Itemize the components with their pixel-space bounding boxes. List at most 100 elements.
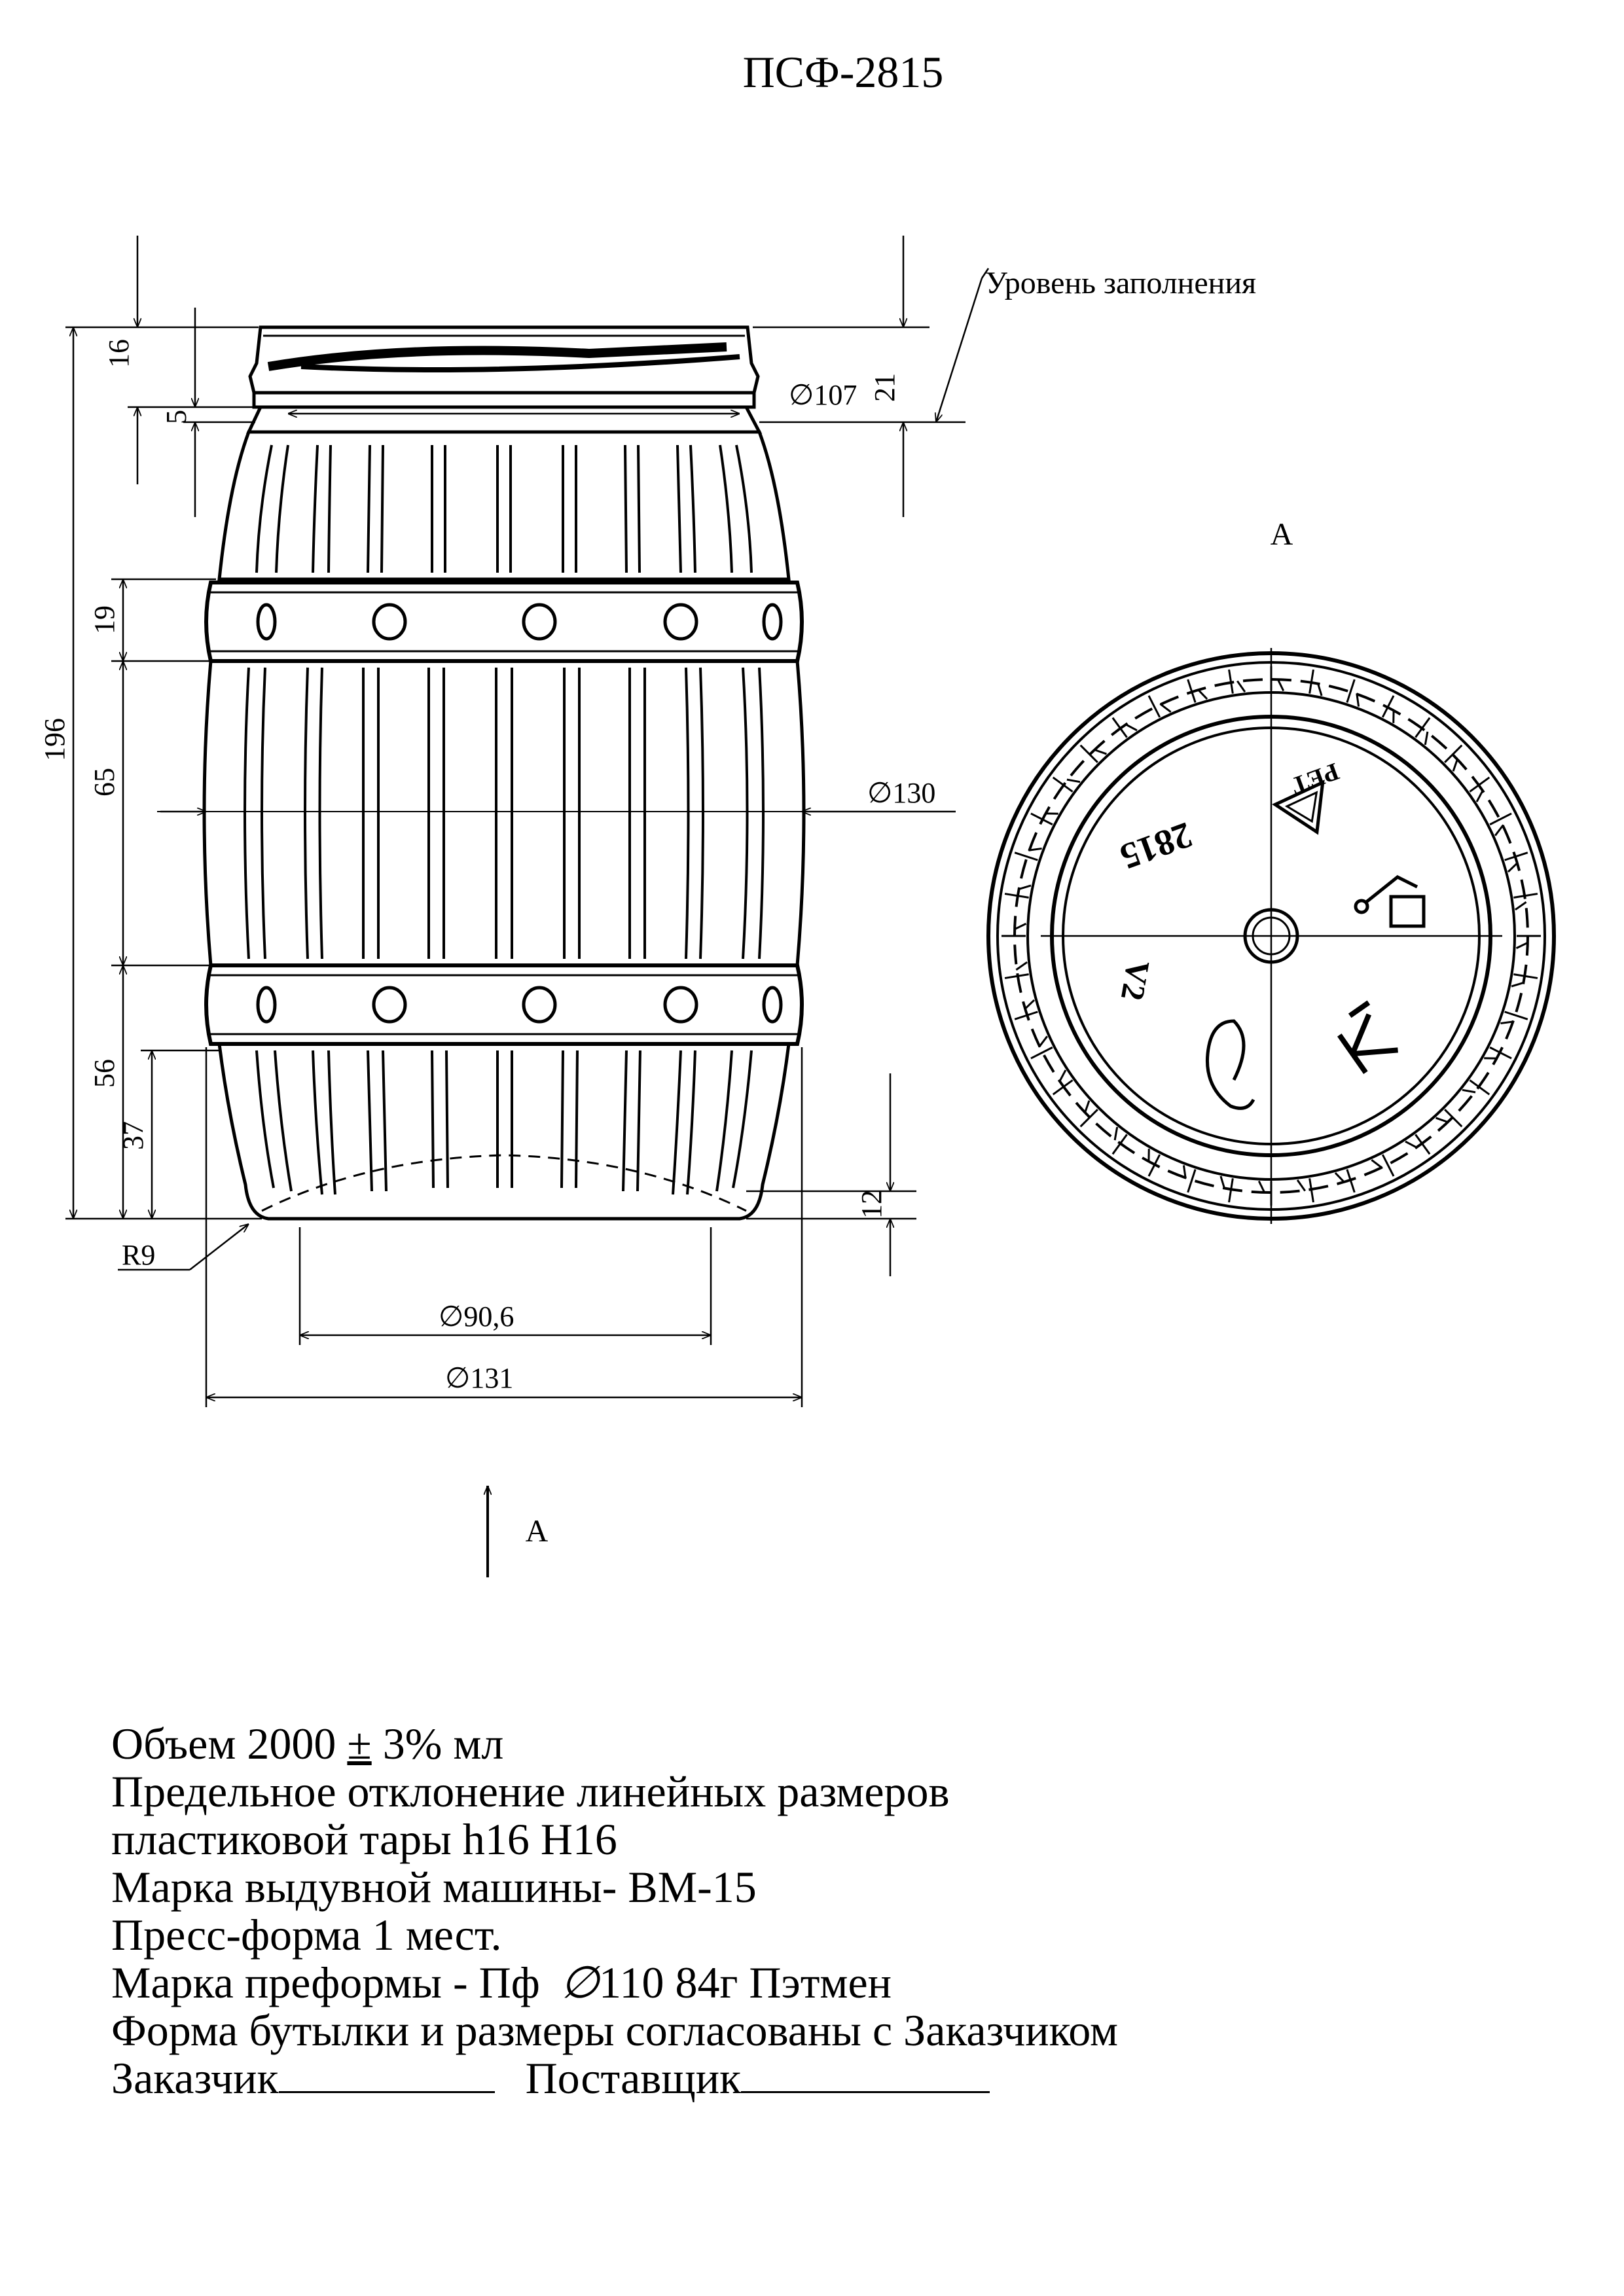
- rim-tick: [1381, 1154, 1395, 1177]
- food-safe-icon: [1354, 875, 1426, 928]
- note-volume: Объем 2000 ± 3% мл: [111, 1719, 504, 1768]
- dim-neck-ring: 5: [160, 410, 192, 424]
- lower-hoop: [204, 963, 804, 1046]
- rim-tick: [1469, 1079, 1490, 1096]
- rim-tick: [1079, 1109, 1098, 1128]
- note-line-4: Марка выдувной машины- ВМ-15: [111, 1862, 757, 1912]
- rim-tick: [1489, 812, 1512, 826]
- rim-tick: [1507, 861, 1519, 873]
- rim-tick: [1147, 695, 1161, 718]
- dim-mid-section: 65: [88, 768, 120, 797]
- neck-ring: [252, 391, 756, 409]
- rim-tick: [1004, 973, 1029, 979]
- fill-level-label: Уровень заполнения: [985, 266, 1256, 300]
- rim-tick: [1014, 1011, 1038, 1020]
- lower-body: [217, 1042, 791, 1221]
- bottom-view: [986, 648, 1556, 1224]
- rim-tick: [1030, 1046, 1053, 1060]
- dim-lower-section: 56: [88, 1059, 120, 1088]
- dim-finish-height: 21: [869, 373, 901, 402]
- thread-lower: [300, 354, 740, 372]
- recycle-icon: [1272, 780, 1325, 835]
- rim-tick: [1513, 973, 1538, 979]
- rim-tick: [1013, 922, 1027, 931]
- rim-tick: [1405, 1140, 1418, 1149]
- dimension-lines: [65, 236, 990, 1577]
- rim-tick: [1435, 1117, 1449, 1124]
- barrel-side-view: [202, 325, 806, 1221]
- bottom-recycle-code: PET: [1288, 757, 1343, 800]
- rim-tick: [1308, 669, 1314, 694]
- note-line-7: Форма бутылки и размеры согласованы с За…: [111, 2005, 1119, 2055]
- dim-body-diameter: ∅130: [867, 777, 935, 809]
- tolerance-sign: ±: [347, 1719, 372, 1768]
- bottom-number: 2815: [1115, 814, 1197, 878]
- rim-tick: [1125, 723, 1138, 732]
- rim-tick: [1296, 1179, 1306, 1192]
- rim-tick: [1052, 1079, 1074, 1096]
- rim-tick: [1187, 1169, 1197, 1193]
- rim-tick: [1219, 1175, 1226, 1189]
- rim-tick: [1113, 1126, 1119, 1141]
- rim-tick: [1038, 1035, 1048, 1048]
- rim-tick: [1371, 1159, 1383, 1169]
- rim-tick: [1257, 1180, 1266, 1194]
- rim-tick: [1511, 981, 1525, 988]
- rim-tick: [1083, 1100, 1091, 1114]
- rim-tick: [1316, 683, 1323, 696]
- rim-tick: [1444, 744, 1463, 763]
- upper-body: [217, 430, 791, 581]
- rim-tick: [1346, 1169, 1356, 1193]
- rim-tick: [1452, 758, 1459, 772]
- note-line-5: Пресс-форма 1 мест.: [111, 1910, 502, 1960]
- rim-tick: [1356, 693, 1360, 707]
- rim-tick: [1514, 901, 1527, 911]
- rim-tick: [1066, 778, 1081, 783]
- rim-tick: [1052, 776, 1074, 793]
- hoop-rivets-upper: [256, 603, 783, 641]
- rim-tick: [1228, 1178, 1234, 1203]
- thread-upper: [267, 342, 727, 371]
- upper-hoop: [204, 581, 804, 663]
- rim-tick: [1111, 717, 1128, 738]
- rim-tick: [1030, 812, 1053, 826]
- signature-line: Заказчик Поставщик: [111, 2054, 1584, 2102]
- rim-tick: [1004, 893, 1029, 899]
- rim-tick: [1058, 1069, 1067, 1083]
- view-label-arrow: А: [526, 1514, 549, 1549]
- rim-tick: [1334, 1172, 1346, 1183]
- dim-base-radius: R9: [122, 1239, 155, 1271]
- note-line-6: Марка преформы - Пф ∅110 84г Пэтмен: [111, 1958, 892, 2007]
- dim-hoop-height: 19: [88, 605, 120, 634]
- drawing-title: ПСФ-2815: [743, 47, 944, 97]
- maker-logo: [1337, 1000, 1398, 1075]
- upper-staves: [255, 444, 753, 573]
- rim-tick: [1489, 1046, 1512, 1060]
- customer-signature-field[interactable]: [278, 2054, 495, 2093]
- rim-tick: [1504, 852, 1528, 861]
- rim-tick: [1024, 999, 1036, 1011]
- dim-neck-diameter: ∅107: [789, 379, 857, 411]
- lower-staves: [255, 1050, 753, 1195]
- shoulder: [246, 405, 763, 434]
- dim-max-diameter: ∅131: [445, 1362, 513, 1394]
- note-line-3: пластиковой тары h16 H16: [111, 1814, 617, 1864]
- supplier-signature-field[interactable]: [741, 2054, 990, 2093]
- rim-tick: [1381, 695, 1395, 718]
- note-line-2: Предельное отклонение линейных размеров: [111, 1767, 950, 1816]
- rim-tick: [1494, 824, 1504, 836]
- rim-tick: [1500, 1020, 1514, 1025]
- rim-ticks: [1001, 666, 1541, 1206]
- rim-tick: [1276, 678, 1285, 692]
- rim-tick: [1018, 884, 1032, 891]
- rim-tick: [1147, 1154, 1161, 1177]
- rim-tick: [1308, 1178, 1314, 1203]
- rim-tick: [1182, 1165, 1187, 1179]
- rim-tick: [1469, 776, 1490, 793]
- rim-tick: [1346, 679, 1356, 703]
- rim-tick: [1444, 1109, 1463, 1128]
- bottom-cavity: V2: [1114, 958, 1157, 1003]
- dim-neck-height: 16: [103, 339, 135, 368]
- rim-tick: [1093, 748, 1107, 755]
- rim-tick: [1228, 669, 1234, 694]
